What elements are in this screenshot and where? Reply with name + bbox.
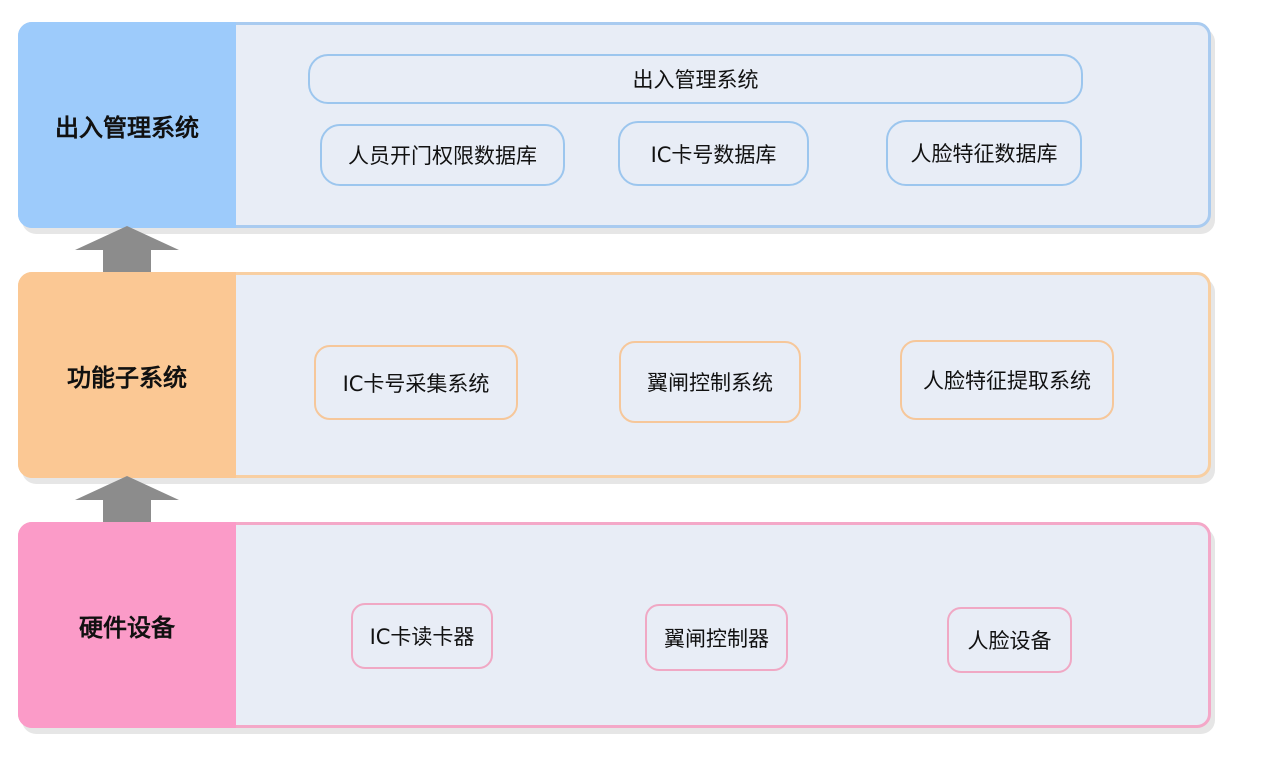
wing-gate-controller-label: 翼闸控制器 [664, 626, 769, 651]
management-system-box: 出入管理系统 [308, 54, 1083, 104]
ic-card-reader-box: IC卡读卡器 [351, 603, 493, 669]
ic-card-collection-system-box: IC卡号采集系统 [314, 345, 518, 420]
face-feature-extraction-system-label: 人脸特征提取系统 [923, 369, 1091, 393]
layer-hardware-label: 硬件设备 [79, 613, 175, 642]
ic-card-reader-label: IC卡读卡器 [369, 625, 475, 649]
management-system-box-label: 出入管理系统 [632, 68, 759, 92]
personnel-permission-db-label: 人员开门权限数据库 [348, 144, 537, 168]
layer-management-label: 出入管理系统 [55, 113, 199, 142]
ic-card-collection-system-label: IC卡号采集系统 [342, 371, 490, 396]
wing-gate-control-system-box: 翼闸控制系统 [619, 341, 801, 423]
layer-management-label-block: 出入管理系统 [18, 22, 236, 228]
face-device-box: 人脸设备 [947, 607, 1072, 673]
layer-functional-label-block: 功能子系统 [18, 272, 236, 478]
face-feature-db-label: 人脸特征数据库 [910, 142, 1058, 166]
face-device-label: 人脸设备 [967, 629, 1052, 653]
face-feature-extraction-system-box: 人脸特征提取系统 [900, 340, 1114, 420]
ic-card-db-label: IC卡号数据库 [650, 142, 777, 167]
personnel-permission-db-box: 人员开门权限数据库 [320, 124, 565, 186]
wing-gate-controller-box: 翼闸控制器 [645, 604, 788, 671]
ic-card-db-box: IC卡号数据库 [618, 121, 809, 186]
up-arrow-icon [75, 476, 179, 526]
up-arrow-icon [75, 226, 179, 276]
wing-gate-control-system-label: 翼闸控制系统 [647, 371, 773, 395]
face-feature-db-box: 人脸特征数据库 [886, 120, 1082, 186]
layer-hardware-label-block: 硬件设备 [18, 522, 236, 728]
layer-functional-label: 功能子系统 [67, 363, 187, 392]
